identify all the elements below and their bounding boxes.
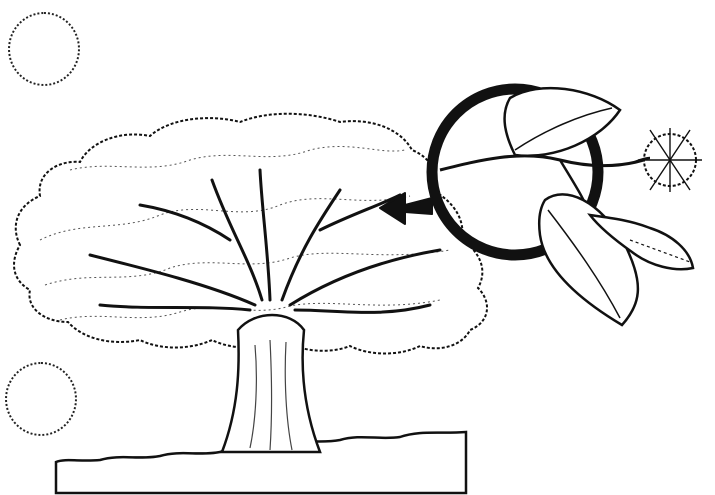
flower-cluster bbox=[635, 128, 702, 192]
tree-canopy bbox=[14, 114, 487, 354]
